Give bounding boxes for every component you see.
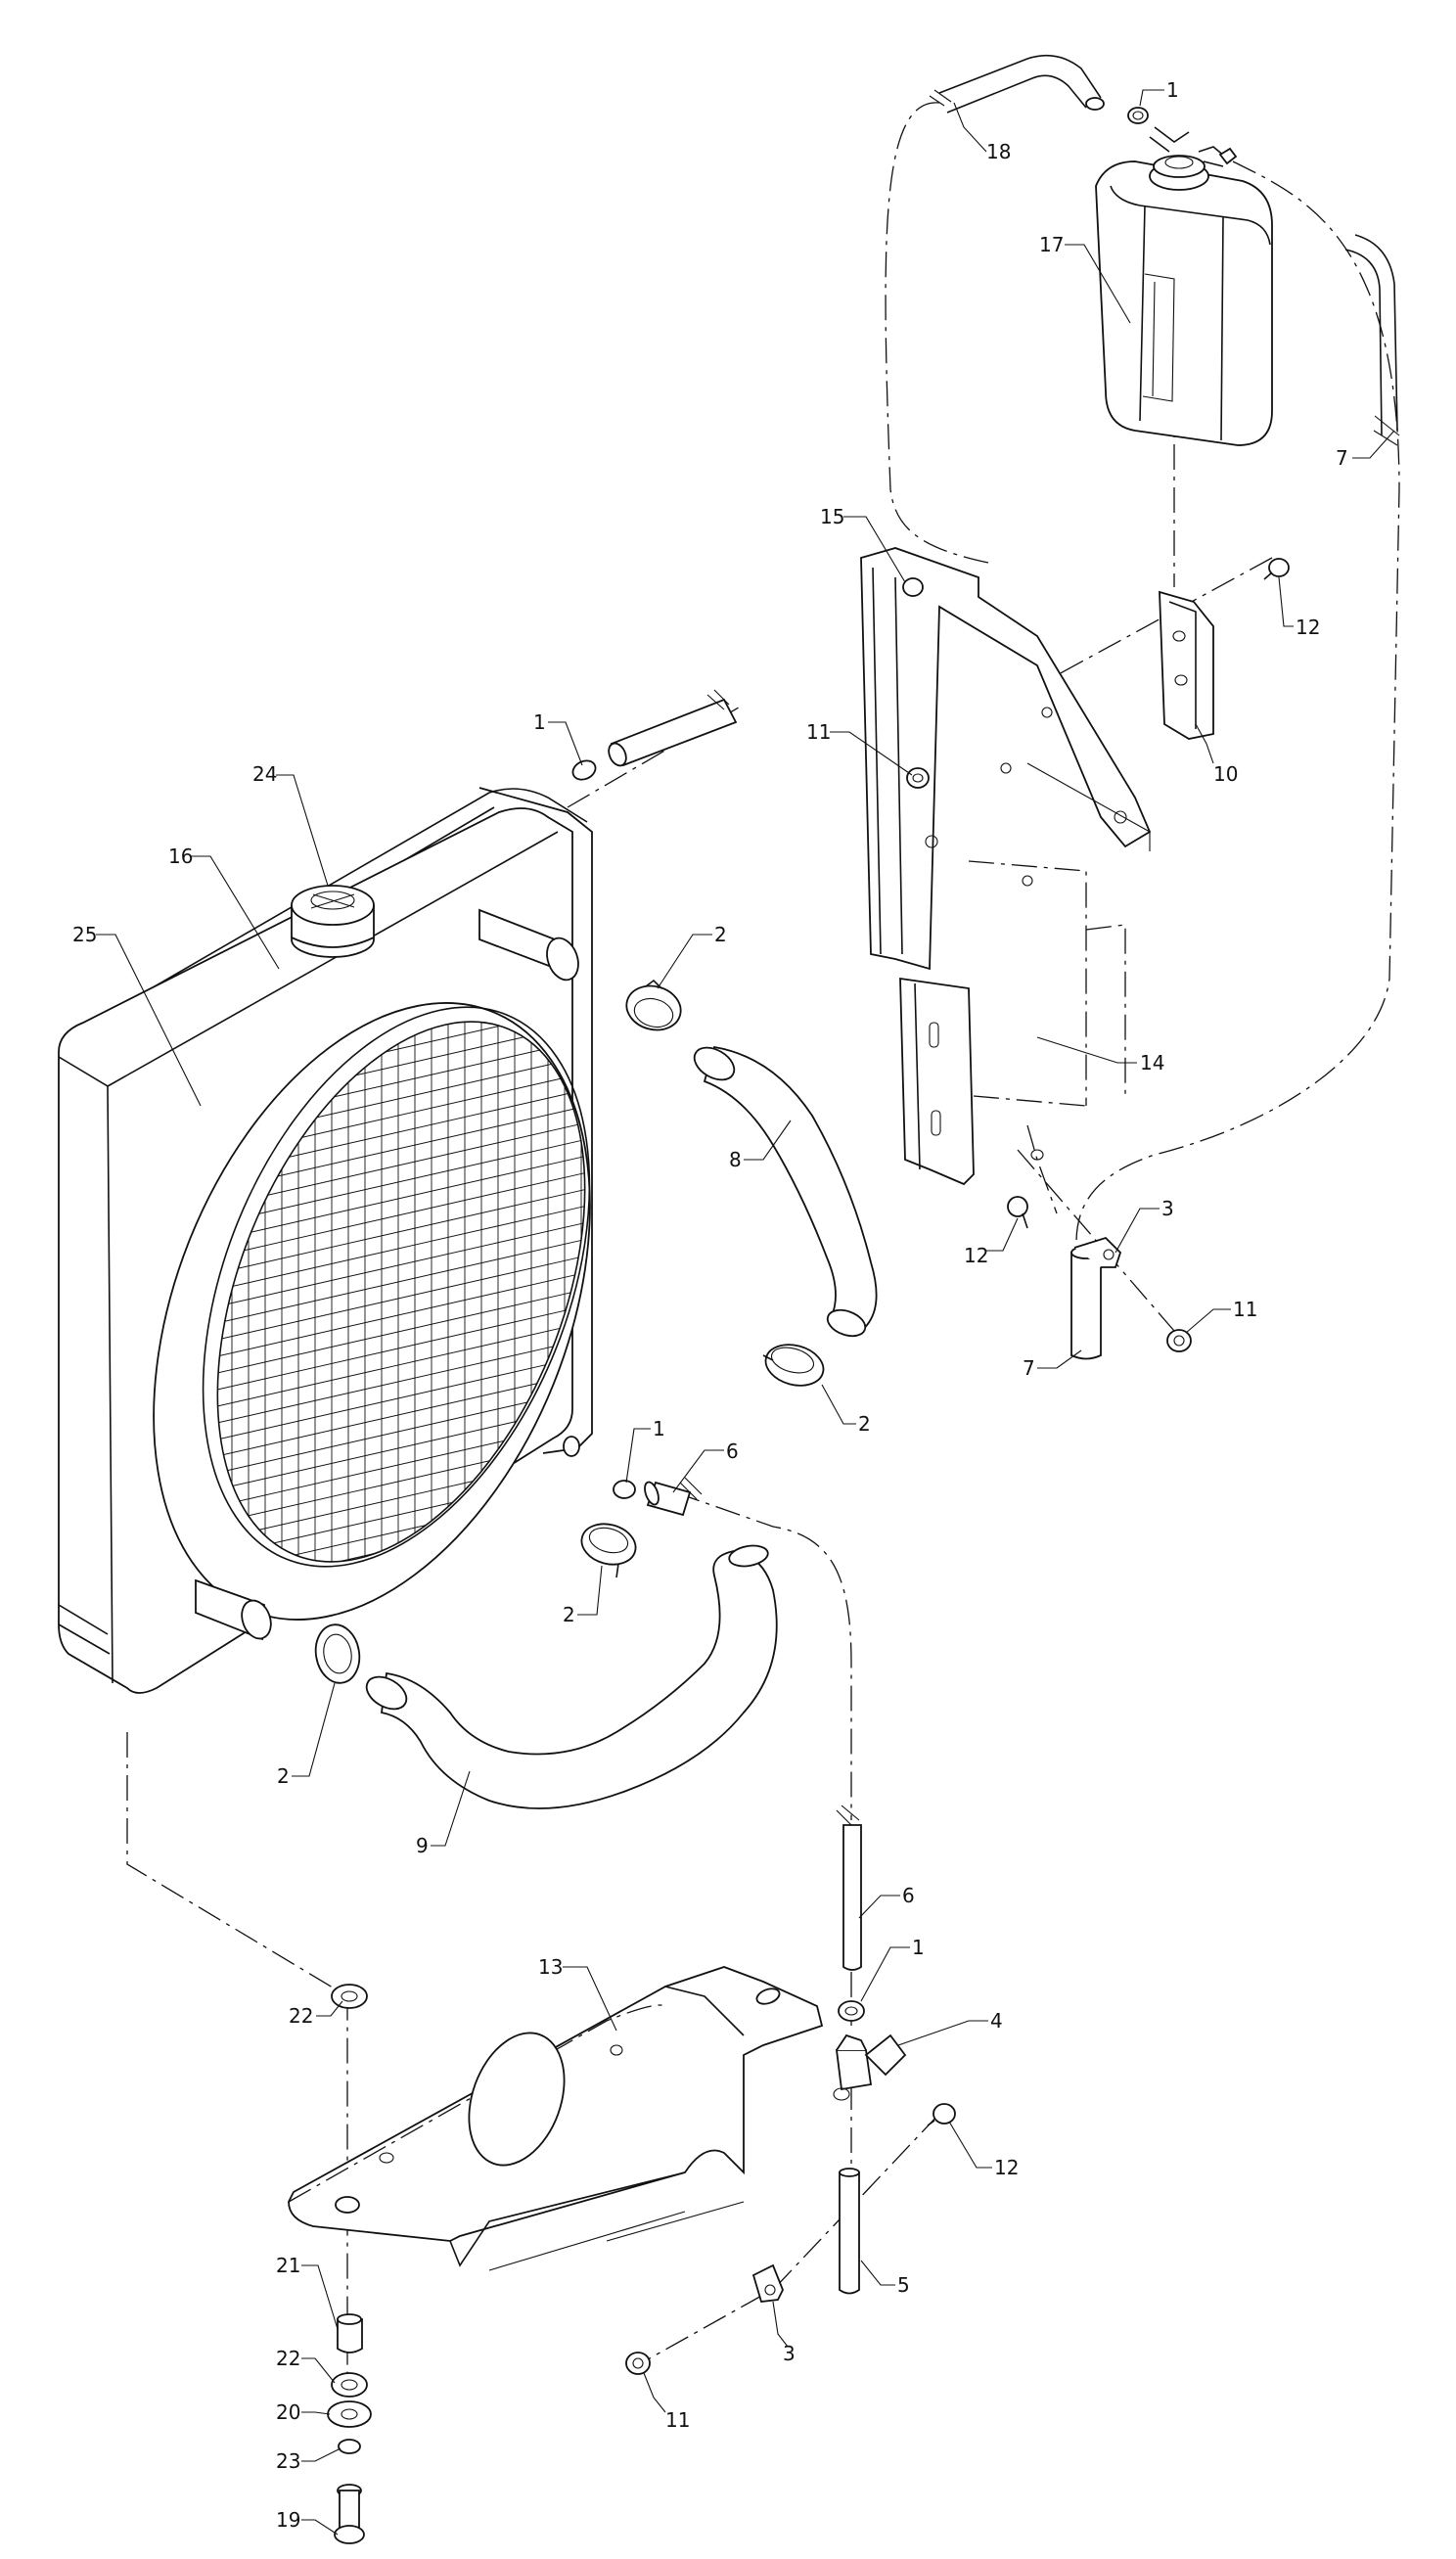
callout-2: 2 [563,1603,575,1626]
part-12-bolt-upper [1263,558,1290,580]
callout-9: 9 [416,1834,429,1857]
part-22-rubber-mount-upper [331,1984,368,2009]
callout-16: 16 [168,845,193,868]
callout-14: 14 [1140,1051,1164,1074]
callout-22: 22 [276,2347,300,2370]
callout-23: 23 [276,2449,300,2473]
callout-6: 6 [726,1439,739,1463]
part-9-lower-radiator-hose [365,1544,778,1809]
part-2-hose-clamp-a [625,979,682,1031]
callout-1: 1 [533,710,546,734]
callout-3: 3 [783,2342,796,2365]
part-5-drain-pipe-bottom [839,2168,860,2295]
part-21-spacer-sleeve [337,2313,363,2353]
callout-21: 21 [276,2254,300,2277]
callout-20: 20 [276,2400,300,2424]
part-25-radiator-core [58,787,627,1694]
part-1-clamp-top [1127,107,1149,124]
callout-13: 13 [538,1955,563,1979]
callout-2: 2 [714,923,727,946]
part-7-overflow-hose-right [1344,234,1400,446]
part-1-clamp-mid [613,1480,636,1499]
callout-12: 12 [964,1244,988,1267]
callout-1: 1 [653,1417,665,1440]
part-19-bolt [334,2484,365,2544]
part-6-drain-pipe-lower [836,1805,862,1971]
part-6-drain-pipe-upper [644,1477,703,1517]
callout-2: 2 [858,1412,871,1436]
part-3-pipe-clip-lower [751,2263,784,2303]
part-12-bolt-lower [927,2103,956,2126]
callout-22: 22 [289,2004,313,2028]
part-2-hose-clamp-c [580,1523,637,1578]
callout-3: 3 [1161,1197,1174,1220]
part-1-clamp-pipe-upper [571,759,597,781]
callout-10: 10 [1213,762,1238,786]
part-14-shroud-plate [899,860,1126,1186]
callout-24: 24 [252,762,277,786]
part-15-mounting-bracket [860,547,1152,971]
callout-19: 19 [276,2508,300,2532]
part-2-hose-clamp-d [314,1623,361,1684]
part-17-coolant-reservoir [1095,126,1273,446]
part-11-nut-upper [906,767,930,789]
callout-numbers: 1 18 17 7 15 12 1 11 10 24 16 25 2 14 8 … [72,78,1348,2532]
part-22-rubber-mount-lower [331,2372,368,2398]
callout-15: 15 [820,505,844,528]
callout-2: 2 [277,1764,290,1788]
callout-8: 8 [729,1148,742,1171]
part-8-upper-radiator-hose [693,1045,878,1338]
part-10-tank-bracket [1159,590,1214,740]
callout-1: 1 [1166,78,1179,102]
part-23-lock-washer [338,2439,361,2454]
part-13-base-bracket [288,1966,824,2271]
callout-11: 11 [1233,1298,1257,1321]
callout-7: 7 [1023,1356,1035,1380]
part-18-overflow-hose [929,54,1105,114]
part-4-drain-cock [833,2033,907,2101]
part-11-nut-lower [625,2352,651,2375]
callout-25: 25 [72,923,97,946]
part-24-radiator-cap [291,885,375,958]
callout-7: 7 [1336,446,1348,470]
part-1-clamp-lower [838,2000,865,2022]
pipe-upper-short [608,689,738,767]
callout-5: 5 [897,2273,910,2297]
callout-11: 11 [665,2408,690,2432]
callout-12: 12 [994,2156,1019,2179]
part-2-hose-clamp-b [762,1344,825,1387]
leader-lines [96,89,1395,2536]
callout-17: 17 [1039,233,1064,256]
callout-18: 18 [986,140,1011,163]
callout-4: 4 [990,2009,1003,2033]
callout-6: 6 [902,1884,915,1907]
callout-12: 12 [1296,616,1320,639]
part-3-pipe-clip-upper [1073,1236,1122,1268]
part-11-nut-middle [1166,1329,1192,1352]
part-20-washer [327,2400,372,2428]
part-12-bolt-middle [1007,1196,1028,1229]
callout-1: 1 [912,1936,925,1959]
callout-11: 11 [806,720,831,744]
